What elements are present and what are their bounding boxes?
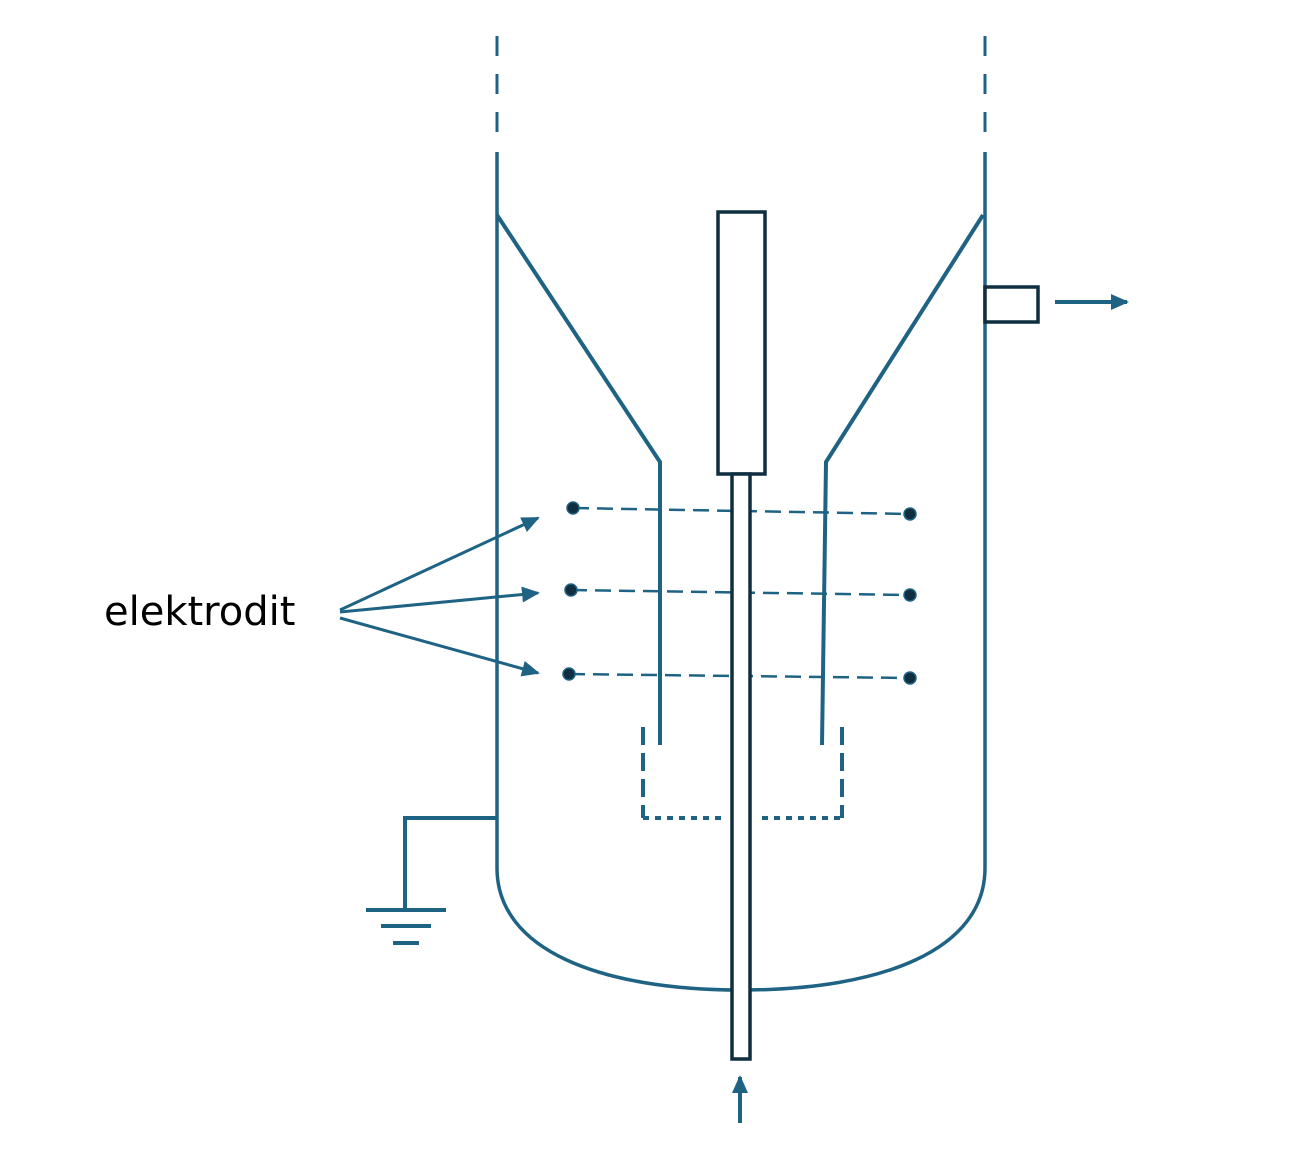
electrode-label-arrows <box>339 516 540 677</box>
electrode-dot <box>903 671 917 685</box>
electrode-dot <box>903 507 917 521</box>
funnel-right-side <box>820 213 985 746</box>
central-top-block <box>716 210 767 476</box>
electrode-dot <box>566 501 580 515</box>
pointer-arrow-bottom <box>339 616 540 677</box>
vessel-top-dashed-extensions <box>495 36 987 150</box>
electrode-dot <box>903 588 917 602</box>
bottom-collector <box>641 727 844 820</box>
pointer-arrow-middle <box>339 586 540 614</box>
central-rod <box>730 472 752 1061</box>
ground-wire <box>403 816 497 910</box>
funnel <box>495 213 985 746</box>
electrodes-label: elektrodit <box>104 589 295 635</box>
pointer-arrow-top <box>339 516 540 612</box>
outlet-nozzle <box>983 285 1040 324</box>
ground-symbol-icon <box>366 816 497 945</box>
funnel-left-side <box>495 213 662 745</box>
electrode-dot <box>564 583 578 597</box>
electrode-dot <box>562 667 576 681</box>
